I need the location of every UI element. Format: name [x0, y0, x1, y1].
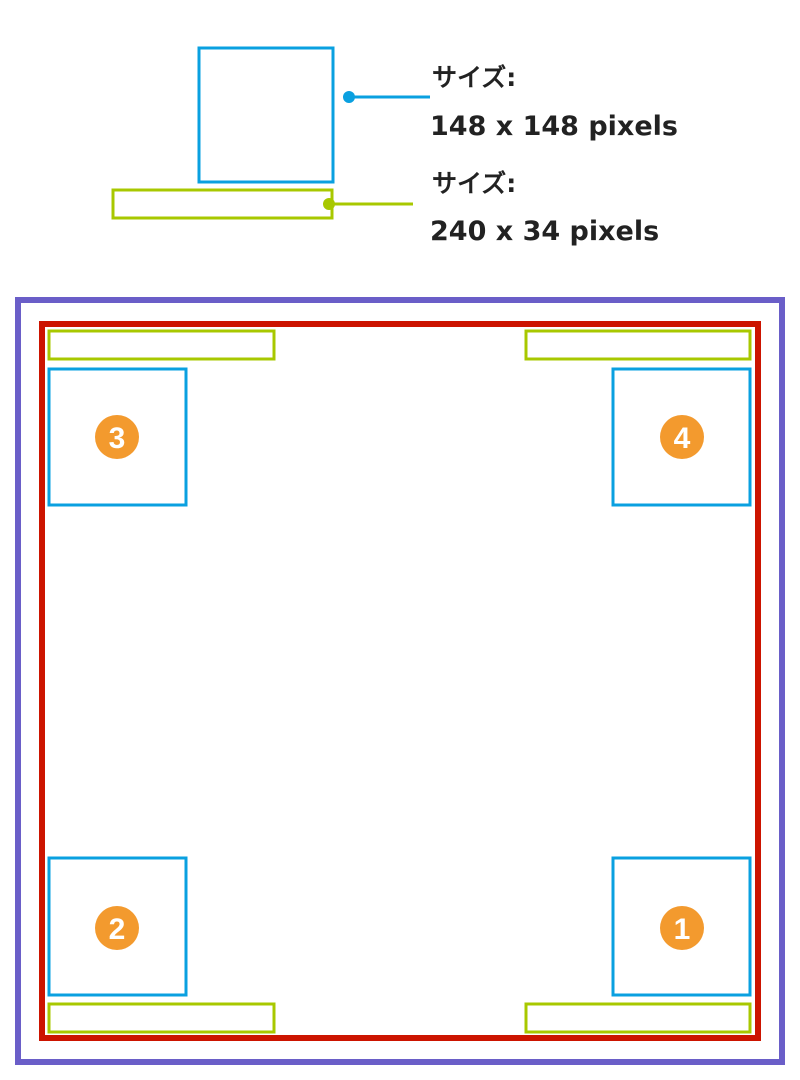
legend-bar-label: サイズ:	[432, 169, 516, 198]
legend-bar-sample	[111, 188, 334, 220]
outer-frame	[15, 297, 785, 1065]
legend-square-label: サイズ:	[432, 63, 516, 92]
bar-bottom-right	[524, 1002, 752, 1034]
legend-bar-size: 240 x 34 pixels	[430, 216, 659, 247]
bar-top-right	[524, 329, 752, 361]
marker-1-label: 1	[674, 913, 691, 946]
legend-square-size: 148 x 148 pixels	[430, 111, 678, 142]
marker-3: 3	[95, 415, 139, 459]
marker-1: 1	[660, 906, 704, 950]
square-bottom-right	[611, 856, 752, 997]
legend-square-sample	[197, 46, 335, 184]
marker-2-label: 2	[109, 913, 126, 946]
square-top-left	[47, 367, 188, 507]
square-top-right	[611, 367, 752, 507]
inner-frame	[39, 321, 761, 1041]
bar-bottom-left	[47, 1002, 276, 1034]
bar-top-left	[47, 329, 276, 361]
square-bottom-left	[47, 856, 188, 997]
marker-3-label: 3	[109, 422, 126, 455]
marker-2: 2	[95, 906, 139, 950]
marker-4-label: 4	[674, 422, 691, 455]
marker-4: 4	[660, 415, 704, 459]
